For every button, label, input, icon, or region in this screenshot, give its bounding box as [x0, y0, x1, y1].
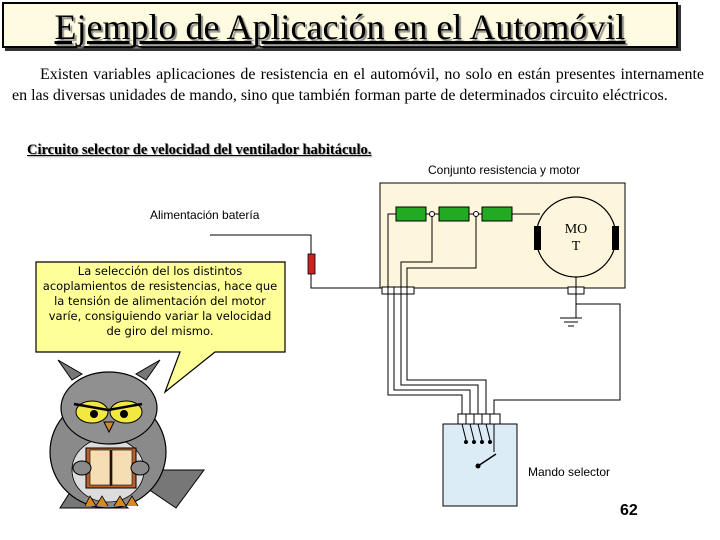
section-title: Circuito selector de velocidad del venti…: [27, 142, 372, 158]
callout-text: La selección del los distintos acoplamie…: [42, 264, 278, 338]
selector-switch-arm: [477, 453, 497, 467]
title-box: Ejemplo de Aplicación en el Automóvil: [2, 2, 678, 48]
resistor-3: [481, 206, 513, 222]
resistor-2: [438, 206, 470, 222]
page-title: Ejemplo de Aplicación en el Automóvil: [54, 7, 626, 47]
motor-label-line2: T: [571, 239, 581, 254]
label-battery: Alimentación batería: [150, 208, 260, 222]
resistor-1: [395, 206, 427, 222]
motor-label-line1: MO: [564, 222, 588, 237]
box-connector-left: [381, 286, 415, 295]
speech-bubble: [35, 261, 286, 394]
label-resistor-motor: Conjunto resistencia y motor: [428, 163, 581, 177]
intro-paragraph: Existen variables aplicaciones de resist…: [12, 66, 704, 104]
page-number: 62: [620, 502, 638, 519]
motor-brush-left: [534, 226, 541, 250]
label-selector: Mando selector: [528, 465, 611, 479]
node-2: [473, 211, 479, 217]
fuse: [307, 253, 316, 275]
node-1: [429, 211, 435, 217]
motor-brush-right: [612, 226, 619, 250]
owl-illustration: [49, 359, 205, 509]
selector-connector: [457, 413, 501, 425]
